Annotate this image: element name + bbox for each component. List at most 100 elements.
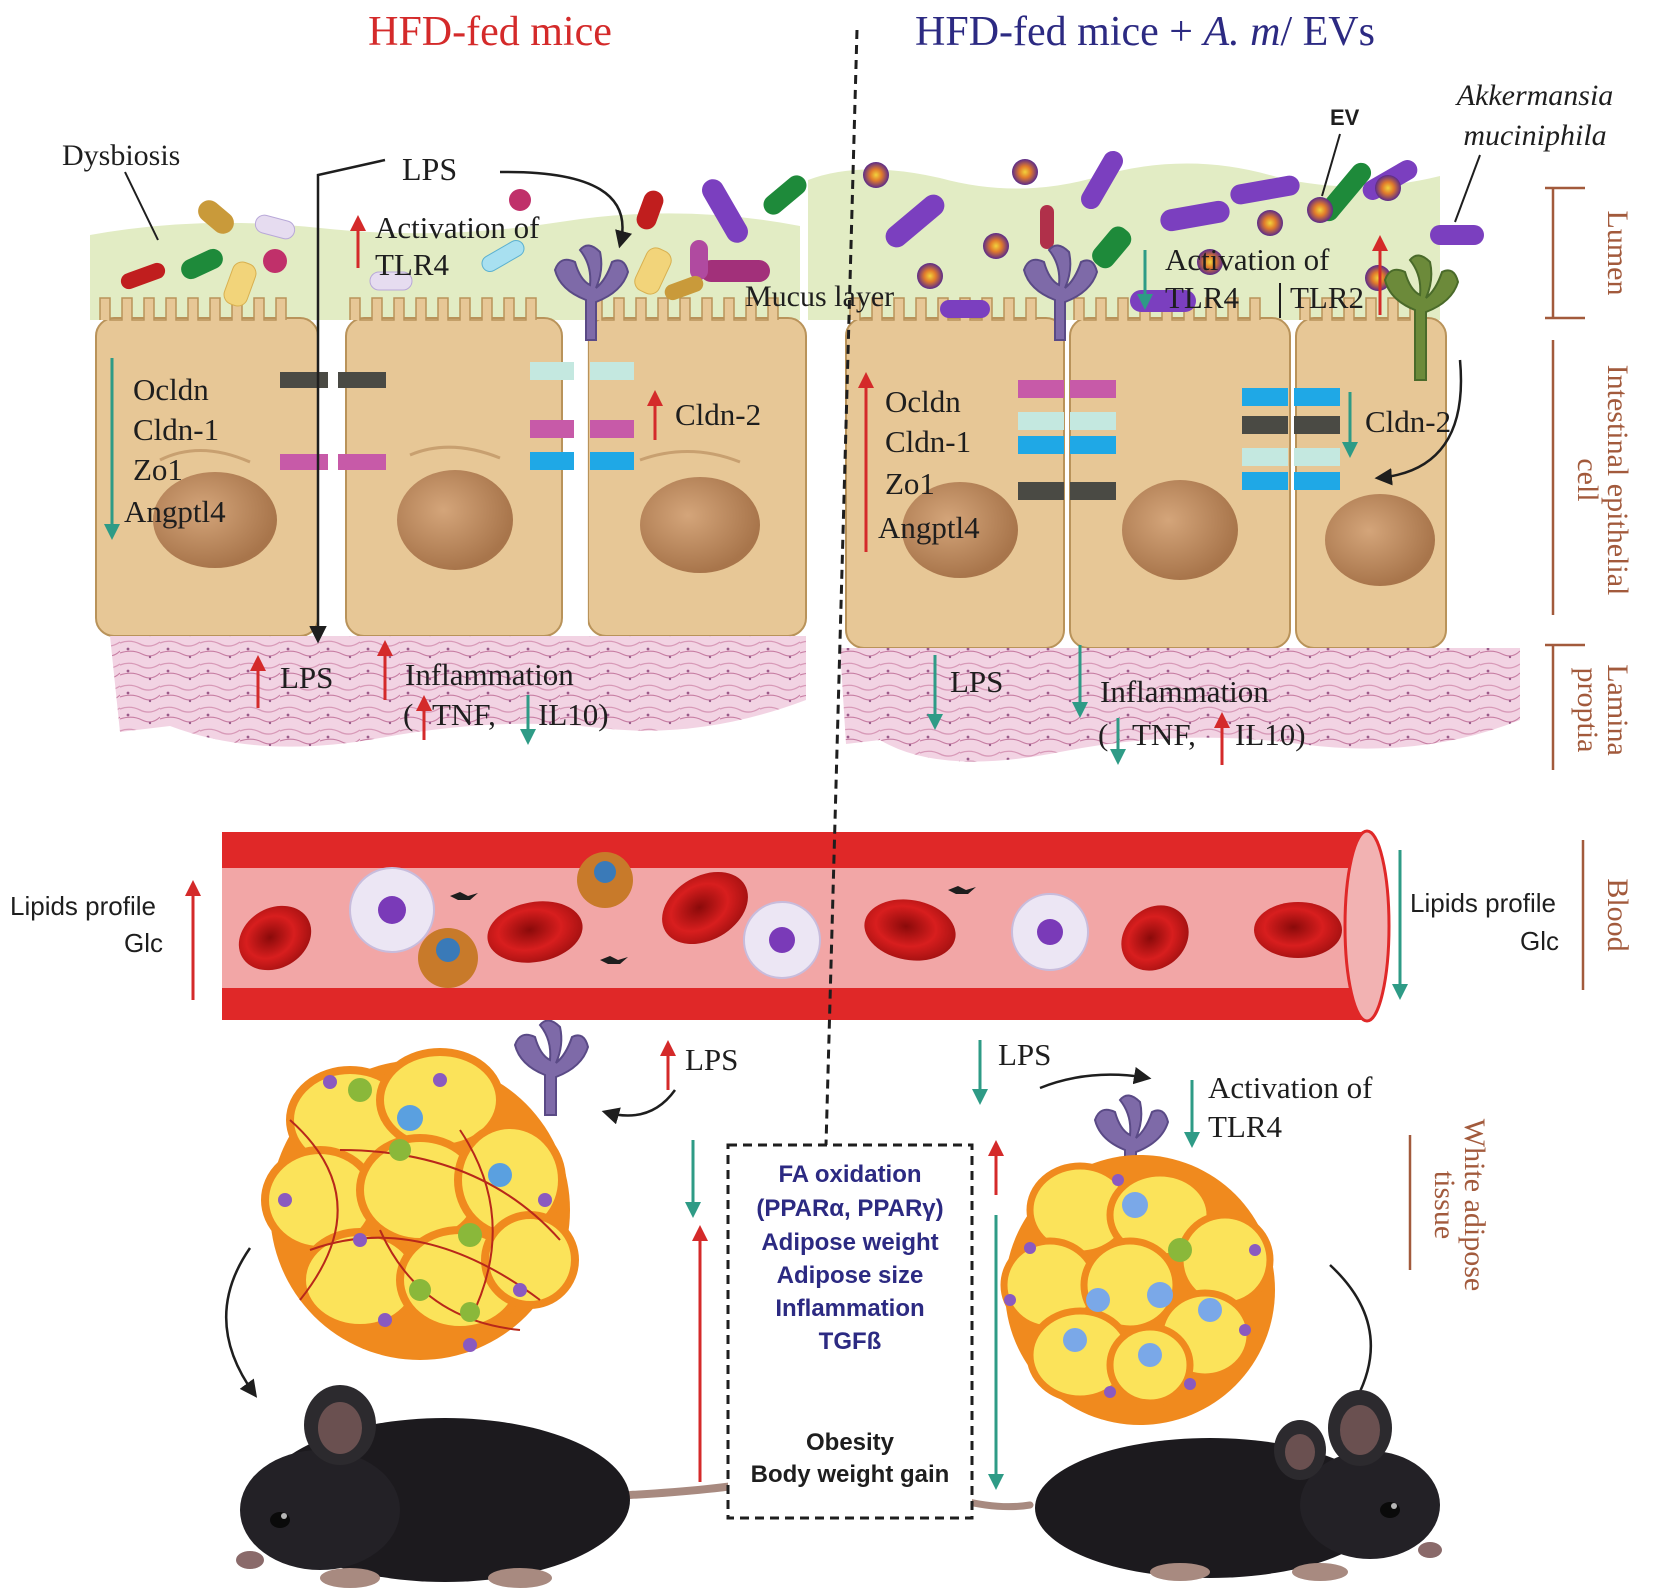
tight-junction <box>1294 388 1340 406</box>
white-blood-cells <box>349 852 1089 988</box>
nucleus <box>397 470 513 570</box>
down-arrow-cldn2-right <box>1342 392 1358 458</box>
platelets <box>450 886 976 964</box>
lps-label-lamina-left: LPS <box>280 660 333 695</box>
tight-junction <box>280 372 328 388</box>
lps-label-lamina-right: LPS <box>950 664 1003 699</box>
title-hfd-akkermansia: HFD-fed mice + A. m/ EVs <box>915 9 1375 55</box>
red-blood-cells <box>238 871 1342 971</box>
up-arrow-lps-adipose-left <box>660 1040 676 1090</box>
tight-junction <box>338 454 386 470</box>
lps-label-adipose-right: LPS <box>998 1037 1051 1072</box>
change-arrows <box>104 215 1408 1490</box>
paren-left: ( <box>403 697 413 732</box>
up-arrow-box-right <box>988 1140 1004 1195</box>
down-arrow-lipids-right <box>1392 850 1408 1000</box>
down-arrow-box-right <box>988 1215 1004 1490</box>
gene-zo1-right: Zo1 <box>885 466 935 501</box>
side-label-epithelial-cell: cell <box>1571 458 1604 501</box>
box-fa-oxidation: FA oxidation <box>778 1161 921 1188</box>
lps-path-arrow <box>309 158 386 644</box>
side-label-epithelial: Intestinal epithelial <box>1601 365 1634 596</box>
tight-junction <box>590 420 634 438</box>
down-arrow-il10-left <box>520 695 536 745</box>
cldn2-label-right: Cldn-2 <box>1365 404 1451 439</box>
tight-junction <box>530 420 574 438</box>
up-arrow-inflammation-left <box>377 640 393 700</box>
microvilli <box>349 297 537 321</box>
akkermansia-label-line2: muciniphila <box>1463 119 1606 152</box>
side-label-proptia: proptia <box>1571 668 1604 753</box>
up-arrow-tlr4-left <box>350 215 366 268</box>
tight-junction <box>590 362 634 380</box>
center-divider <box>824 29 859 1146</box>
microvilli <box>591 297 779 321</box>
mouse-obese <box>236 1385 874 1588</box>
down-arrow-lps-adipose-right <box>972 1040 988 1105</box>
adipose-tissue-left <box>261 1048 579 1360</box>
lps-to-tlr4-right-arrow <box>1039 1067 1152 1090</box>
down-arrow-tight-junction-left <box>104 358 120 540</box>
up-arrow-tlr2-right <box>1372 235 1388 315</box>
box-ppar: (PPARα, PPARγ) <box>756 1195 943 1222</box>
glc-label-left: Glc <box>124 928 163 958</box>
tlr4-receptor <box>513 1019 590 1116</box>
tight-junction <box>1242 416 1288 434</box>
down-arrow-inflammation-right <box>1072 645 1088 718</box>
up-arrow-tight-junction-right <box>858 372 874 552</box>
mucus-layer-label: Mucus layer <box>745 280 894 313</box>
lps-label-lumen: LPS <box>402 151 457 187</box>
box-adipose-weight: Adipose weight <box>761 1229 938 1256</box>
down-arrow-box-left <box>685 1140 701 1218</box>
cldn2-label-left: Cldn-2 <box>675 397 761 432</box>
bacteria-left <box>120 175 807 307</box>
down-arrow-lps-lamina-right <box>927 655 943 730</box>
leaky-gap <box>576 330 588 630</box>
tlr4-label-left: TLR4 <box>375 247 450 282</box>
side-label-lamina: Lamina <box>1601 664 1634 756</box>
extracellular-vesicles <box>863 159 1401 291</box>
tlr4-label-adipose: TLR4 <box>1208 1109 1283 1144</box>
tight-junction <box>1018 412 1064 430</box>
tnf-label-right: TNF, <box>1132 717 1196 752</box>
gene-zo1-left: Zo1 <box>133 452 183 487</box>
nucleus <box>640 477 760 573</box>
up-arrow-box-left <box>692 1225 708 1482</box>
gene-angptl4-left: Angptl4 <box>124 494 226 529</box>
lps-label-adipose-left: LPS <box>685 1042 738 1077</box>
activation-label-left: Activation of <box>375 210 540 245</box>
il10-label-right: IL10) <box>1235 717 1306 752</box>
lamina-propria <box>110 636 806 747</box>
box-body-weight-gain: Body weight gain <box>751 1461 950 1488</box>
tight-junction <box>1070 380 1116 398</box>
dysbiosis-label: Dysbiosis <box>62 139 180 172</box>
gene-cldn1-left: Cldn-1 <box>133 412 219 447</box>
down-arrow-tlr4-adipose-right <box>1184 1080 1200 1148</box>
tight-junction <box>1242 448 1288 466</box>
tight-junction <box>1018 436 1064 454</box>
adipose-to-mouse-arrow <box>225 1247 258 1398</box>
up-arrow-il10-right <box>1214 712 1230 765</box>
ev-pointer <box>1321 133 1341 197</box>
tlr4-receptor <box>1022 244 1099 341</box>
up-arrow-lps-lamina-left <box>250 655 266 708</box>
ev-label: EV <box>1330 105 1360 130</box>
up-arrow-lipids-left <box>185 880 201 1000</box>
tight-junction <box>1242 388 1288 406</box>
adipose-tissue-right <box>1000 1155 1275 1425</box>
box-tgfb: TGFß <box>819 1328 882 1355</box>
lipids-label-right: Lipids profile <box>1410 888 1556 918</box>
inflammation-label-left: Inflammation <box>405 657 574 692</box>
side-label-blood: Blood <box>1601 878 1634 951</box>
tight-junction <box>1070 436 1116 454</box>
tight-junction <box>590 452 634 470</box>
nucleus <box>902 482 1018 578</box>
up-arrow-tnf-left <box>416 695 432 740</box>
gene-cldn1-right: Cldn-1 <box>885 424 971 459</box>
title-hfd: HFD-fed mice <box>368 9 612 55</box>
akkermansia-label-line1: Akkermansia <box>1455 79 1614 112</box>
tight-junction <box>1294 472 1340 490</box>
box-obesity: Obesity <box>806 1429 895 1456</box>
box-inflammation: Inflammation <box>775 1295 924 1322</box>
